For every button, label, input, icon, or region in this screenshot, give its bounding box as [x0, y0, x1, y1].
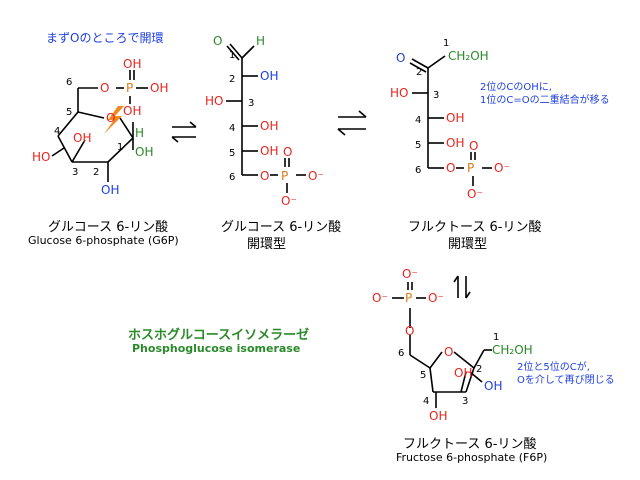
g6p-open-aldehyde-h: H — [256, 34, 265, 48]
g6p-phosphate-oh-top: OH — [123, 57, 141, 71]
g6p-open-name-ja: グルコース 6-リン酸 — [221, 220, 342, 235]
f6p-c2-oh: OH — [484, 379, 502, 393]
g6p-c6-label: 6 — [66, 77, 72, 88]
g6p-ring-oxygen-label: O — [106, 111, 115, 125]
f6p-open-name-ja: フルクトース 6-リン酸 — [408, 220, 542, 235]
g6p-phosphate-oh-bottom: OH — [123, 104, 141, 118]
g6p-c4-label: 4 — [54, 126, 60, 137]
g6p-open-c3-label: 3 — [248, 98, 254, 109]
g6p-open-c5-label: 5 — [229, 148, 235, 159]
g6p-c1-label: 1 — [117, 142, 123, 153]
f6p-open-c4-label: 4 — [415, 115, 421, 126]
g6p-c1-h: H — [135, 126, 144, 140]
f6p-ring-oxygen: O — [444, 345, 453, 359]
enzyme-name-ja: ホスホグルコースイソメラーゼ — [128, 328, 310, 343]
g6p-phosphate-oh-right: OH — [150, 81, 168, 95]
f6p-c3-label: 3 — [462, 396, 468, 407]
f6p-ch2oh: CH₂OH — [492, 343, 533, 357]
open-ring-note: まずOのところで開環 — [46, 31, 164, 45]
carbonyl-shift-note-line1: 2位のCのOHに, — [480, 82, 552, 93]
f6p-c5-label: 5 — [420, 370, 426, 381]
g6p-phosphorus-label: P — [126, 81, 133, 95]
g6p-open-phosphate-o-top: O — [283, 145, 292, 159]
g6p-open-phosphorus: P — [281, 169, 288, 183]
f6p-c4-oh: OH — [429, 409, 447, 423]
f6p-open-phosphate-o-right: O⁻ — [494, 161, 510, 175]
f6p-open-phosphate-o-bottom: O⁻ — [467, 187, 483, 201]
g6p-open-phosphate-o-bottom: O⁻ — [281, 194, 297, 208]
f6p-name-en: Fructose 6-phosphate (F6P) — [396, 451, 548, 464]
g6p-open-c5-oh: OH — [260, 144, 278, 158]
f6p-name-ja: フルクトース 6-リン酸 — [403, 437, 537, 452]
f6p-c3-oh: OH — [454, 366, 472, 380]
f6p-open-c3-label: 3 — [433, 90, 439, 101]
g6p-open-c3-ho: HO — [205, 94, 223, 108]
f6p-open-c5-oh: OH — [446, 136, 464, 150]
f6p-open-c4-oh: OH — [446, 111, 464, 125]
f6p-open-c3-ho: HO — [390, 86, 408, 100]
f6p-phosphate-o-left: O⁻ — [372, 291, 388, 305]
f6p-c2-label: 2 — [476, 364, 482, 375]
bond-cleavage-bolt-icon — [104, 106, 124, 134]
f6p-c4-label: 4 — [423, 396, 429, 407]
f6p-phosphate-o-top: O⁻ — [402, 267, 418, 281]
g6p-open-c1-label: 1 — [229, 50, 235, 61]
reclose-note-line2: Oを介して再び閉じる — [517, 375, 615, 386]
f6p-open-phosphorus: P — [467, 161, 474, 175]
g6p-open-c4-oh: OH — [260, 119, 278, 133]
reclose-note-line1: 2位と5位のCが, — [517, 362, 590, 373]
g6p-c5-label: 5 — [66, 107, 72, 118]
g6p-name-ja: グルコース 6-リン酸 — [48, 220, 169, 235]
f6p-open-c5-label: 5 — [415, 140, 421, 151]
g6p-open-c6-label: 6 — [229, 172, 235, 183]
f6p-c6-label: 6 — [398, 348, 404, 359]
f6p-ester-o: O — [405, 324, 414, 338]
enzyme-name-en: Phosphoglucose isomerase — [132, 342, 301, 355]
carbonyl-shift-note-line2: 1位のC=Oの二重結合が移る — [480, 95, 610, 106]
g6p-open-ester-o: O — [260, 169, 269, 183]
f6p-phosphate-o-right: O⁻ — [428, 291, 444, 305]
f6p-open-c2-label: 2 — [416, 67, 422, 78]
g6p-open-carbonyl-o: O — [213, 34, 222, 48]
g6p-name-en: Glucose 6-phosphate (G6P) — [28, 234, 179, 247]
g6p-open-phosphate-o-right: O⁻ — [308, 169, 324, 183]
f6p-c1-label: 1 — [493, 332, 499, 343]
g6p-open-c4-label: 4 — [229, 123, 235, 134]
f6p-phosphorus: P — [405, 291, 412, 305]
f6p-open-form: 開環型 — [448, 237, 488, 252]
g6p-open-form: 開環型 — [247, 237, 287, 252]
f6p-open-phosphate-o-top: O — [469, 139, 478, 153]
g6p-c1-oh: OH — [135, 145, 153, 159]
g6p-open-c2-label: 2 — [229, 74, 235, 85]
f6p-open-ester-o: O — [446, 161, 455, 175]
g6p-c4-ho: HO — [32, 150, 50, 164]
g6p-c4-oh: OH — [73, 131, 91, 145]
g6p-c3-label: 3 — [72, 167, 78, 178]
f6p-open-c6-label: 6 — [415, 165, 421, 176]
f6p-open-c1-label: 1 — [443, 38, 449, 49]
g6p-c2-oh: OH — [101, 183, 119, 197]
g6p-open-c2-oh: OH — [260, 69, 278, 83]
g6p-c2-label: 2 — [93, 167, 99, 178]
f6p-open-carbonyl-o: O — [396, 51, 405, 65]
g6p-phosphate-o-label: O — [100, 81, 109, 95]
f6p-open-ch2oh: CH₂OH — [448, 49, 489, 63]
